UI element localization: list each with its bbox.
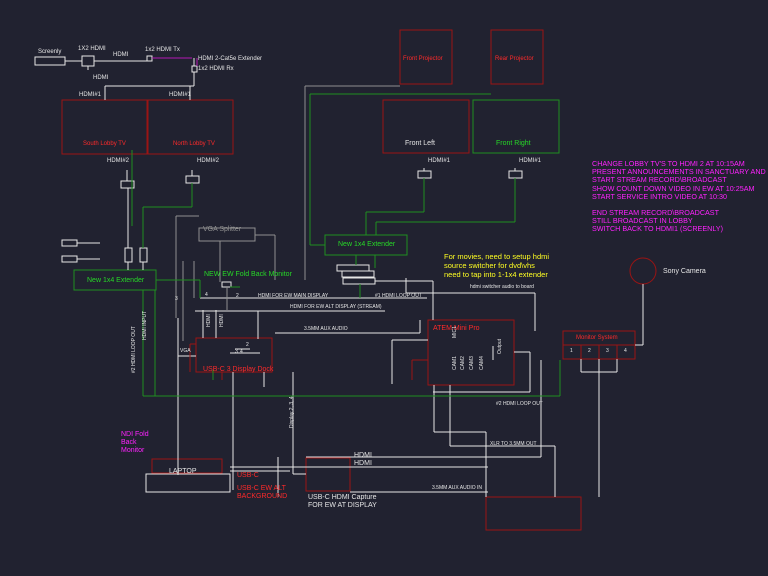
movies-note-line-1: For movies, need to setup hdmi [444,252,550,261]
hdmi-down-label: HDMI [93,75,109,81]
num-4-label: 4 [205,292,208,298]
extender-left-label: New 1x4 Extender [87,277,145,284]
hdmi-1x2-label: 1X2 HDMI [78,46,106,52]
rx-box [191,65,198,73]
hdmi1-loop-out-label: #1 HDMI LOOP OUT [375,293,422,299]
mic1-vertical: MIC1 [452,326,458,338]
laptop-box [145,473,231,493]
atem-label: ATEM Mini Pro [433,325,480,332]
front-projector-label: Front Projector [403,56,443,62]
capture-box [305,457,351,492]
movies-note-line-3: need to tap into 1-1x4 extender [444,270,548,279]
rear-projector-label: Rear Projector [495,56,534,62]
instructions-note: CHANGE LOBBY TV'S TO HDMI 2 AT 10:15AM P… [592,159,768,234]
movies-note: For movies, need to setup hdmi source sw… [444,252,549,279]
aux-audio-label: 3.5MM AUX AUDIO [304,326,348,332]
front-left-label: Front Left [405,140,435,147]
monitor-port-4: 4 [624,348,627,354]
vga-label: VGA [180,348,191,354]
instruction-line-4: SHOW COUNT DOWN VIDEO IN EW AT 10:25AM [592,183,755,193]
display-234-vertical: Display 2, 3, 4 [289,396,295,428]
instruction-line-5: START SERVICE INTRO VIDEO AT 10:30 [592,191,728,201]
instruction-line-8: SWITCH BACK TO HDMI1 (SCREENLY) [592,224,723,234]
gray-wires [175,85,400,341]
north-hdmi2-label: HDMI#2 [197,158,220,164]
north-hdmi1-label: HDMI#1 [169,92,192,98]
front-left-hdmi1-label: HDMI#1 [428,158,451,164]
num-2-label: 2 [236,293,239,299]
laptop-label: LAPTOP [169,468,197,475]
front-right-hdmi1-label: HDMI#1 [519,158,542,164]
sony-camera-label: Sony Camera [663,268,706,275]
hdmi-label-b: HDMI [354,460,372,467]
dock-box [195,337,273,373]
dock-port-4: 4 [240,349,243,355]
front-left-box [382,99,470,154]
white-wires [65,57,644,497]
cam4-vertical: CAM4 [479,356,485,370]
front-right-box [472,99,560,154]
ndi-monitor-base [151,458,223,474]
tx-box [146,55,153,62]
hdmi-1x2-box [81,55,95,67]
usbc-ew-alt-label: USB-C EW ALT BACKGROUND [237,485,288,500]
front-right-label: Front Right [496,140,531,147]
hdmi-1x2-rx-label: 1x2 HDMI Rx [198,66,234,72]
hdmi-input-vertical: HDMI INPUT [142,310,148,340]
movies-note-line-2: source switcher for dvd\vhs [444,261,535,270]
aux-in-label: 3.5MM AUX AUDIO IN [432,485,483,491]
dock-port-3: 3 [235,349,238,355]
instruction-line-2: PRESENT ANNOUNCEMENTS IN SANCTUARY AND L… [592,167,768,177]
hdmi-vertical-2: HDMI [219,314,225,327]
usbc-label: USB-C [237,472,259,479]
ew-fold-back-label: NEW EW Fold Back Monitor [204,271,292,278]
cam2-vertical: CAM2 [460,356,466,370]
rear-rack-box [485,496,582,531]
sony-camera-circle [629,257,657,285]
green-wires [131,93,561,397]
instruction-line-6: END STREAM RECORD\BROADCAST [592,208,719,218]
vga-splitter-label: VGA Splitter [203,226,242,233]
xlr-label: XLR TO 3.5MM OUT [490,441,537,447]
hdmi-vertical-1: HDMI [206,314,212,327]
num-3-label: 3 [175,296,178,302]
monitor-port-1: 1 [570,348,573,354]
hdmi-ew-alt-label: HDMI FOR EW ALT DISPLAY (STREAM) [290,304,382,310]
screenly-label: Screenly [38,49,62,55]
hdmi-1x2-tx-label: 1x2 HDMI Tx [145,47,180,53]
output-vertical: Output [497,338,503,354]
dock-port-2: 2 [246,342,249,348]
hdmi2-loop-out-label: #2 HDMI LOOP OUT [496,401,543,407]
usbc-capture-label: USB-C HDMI Capture FOR EW AT DISPLAY [308,494,377,509]
switcher-audio-label: hdmi switcher audio to board [470,284,534,290]
magenta-wires [152,57,198,66]
dock-label: USB-C 3 Display Dock [203,366,274,373]
south-lobby-tv-label: South Lobby TV [83,141,126,147]
rear-projector-box [490,29,544,85]
north-lobby-tv-label: North Lobby TV [173,141,215,147]
south-hdmi1-label: HDMI#1 [79,92,102,98]
monitor-port-2: 2 [588,348,591,354]
hdmi2-loop-out-vertical: #2 HDMI LOOP OUT [131,326,137,373]
instruction-line-3: START STREAM RECORD\BROADCAST [592,175,727,185]
cam1-vertical: CAM1 [452,356,458,370]
cam3-vertical: CAM3 [469,356,475,370]
instruction-line-7: STILL BROADCAST IN LOBBY [592,216,693,226]
hdmi-ew-main-label: HDMI FOR EW MAIN DISPLAY [258,293,329,299]
ndi-fold-back-label: NDI Fold Back Monitor [121,431,149,454]
monitor-port-3: 3 [606,348,609,354]
red-wires [189,343,428,380]
instruction-line-1: CHANGE LOBBY TV'S TO HDMI 2 AT 10:15AM [592,159,745,168]
cat5e-extender-label: HDMI 2-Cat5e Extender [198,56,263,62]
extender-center-label: New 1x4 Extender [338,241,396,248]
monitor-system-label: Monitor System [576,335,618,341]
south-hdmi2-label: HDMI#2 [107,158,130,164]
hdmi-label-a: HDMI [354,452,372,459]
hdmi-link-label: HDMI [113,52,129,58]
screenly-box [34,56,66,66]
front-projector-box [399,29,453,85]
